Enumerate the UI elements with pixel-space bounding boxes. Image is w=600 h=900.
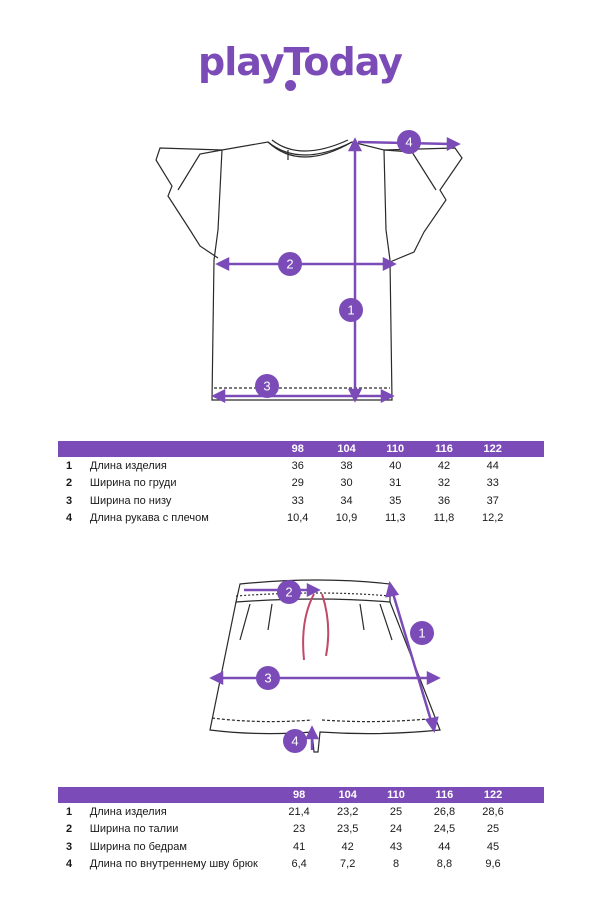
- value-cell: 36: [291, 459, 304, 472]
- value-cell: 23: [292, 823, 306, 836]
- measurement-name: Ширина по низу: [89, 494, 172, 507]
- value-cell: 44: [486, 459, 499, 472]
- value-cell: 21,4: [288, 805, 310, 818]
- value-cell: 23,5: [336, 823, 359, 836]
- skirt-size-table: 98 104 110 116 122 1 Длина изделия 21,4 …: [58, 787, 544, 873]
- size-header: 104: [323, 787, 372, 803]
- marker-label: 3: [263, 379, 270, 394]
- size-header: 98: [273, 441, 323, 457]
- value-cell: 9,6: [485, 858, 501, 871]
- value-cell: 11,3: [384, 512, 406, 525]
- logo-dot-icon: [285, 80, 296, 91]
- marker-label: 1: [347, 303, 354, 318]
- marker-label: 4: [291, 734, 298, 749]
- marker-label: 2: [285, 585, 292, 600]
- measurement-name: Длина по внутреннему шву брюк: [89, 858, 258, 871]
- size-header: 110: [371, 787, 421, 803]
- value-cell: 45: [486, 840, 500, 853]
- marker-3-icon: [256, 666, 280, 690]
- table-row: 2 Ширина по талии 23 23,5 24 24,5 25: [58, 821, 544, 839]
- table-row: 3 Ширина по бедрам 41 42 43 44 45: [58, 838, 544, 856]
- value-cell: 25: [389, 805, 403, 818]
- marker-label: 4: [405, 135, 412, 150]
- marker-4-icon: [283, 729, 307, 753]
- value-cell: 37: [486, 494, 499, 507]
- value-cell: 6,4: [291, 858, 307, 871]
- value-cell: 33: [486, 477, 499, 490]
- table-row: 2 Ширина по груди 29 30 31 32 33: [58, 475, 544, 493]
- row-number: 3: [66, 840, 73, 853]
- value-cell: 25: [486, 823, 500, 836]
- size-header: 122: [468, 787, 518, 803]
- measurement-name: Ширина по груди: [89, 477, 177, 490]
- value-cell: 10,9: [335, 512, 358, 525]
- value-cell: 10,4: [287, 512, 309, 525]
- value-cell: 30: [340, 477, 353, 490]
- value-cell: 40: [389, 459, 402, 472]
- value-cell: 31: [389, 477, 402, 490]
- table-row: 1 Длина изделия 21,4 23,2 25 26,8 28,6: [58, 803, 544, 821]
- row-number: 1: [66, 805, 73, 818]
- table-row: 1 Длина изделия 36 38 40 42 44: [58, 457, 544, 475]
- marker-1-icon: [410, 621, 434, 645]
- row-number: 2: [66, 477, 73, 490]
- brand-logo: playToday: [198, 40, 403, 84]
- value-cell: 42: [341, 840, 354, 853]
- value-cell: 41: [292, 840, 306, 853]
- measurement-name: Длина рукава с плечом: [89, 512, 209, 525]
- value-cell: 11,8: [433, 512, 455, 525]
- value-cell: 24,5: [433, 823, 456, 836]
- tshirt-drawing: 2 1 3 4: [155, 130, 463, 404]
- value-cell: 29: [291, 477, 304, 490]
- value-cell: 36: [437, 494, 451, 507]
- marker-4-icon: [397, 130, 421, 154]
- value-cell: 8,8: [436, 858, 453, 871]
- marker-1-icon: [339, 298, 363, 322]
- value-cell: 43: [389, 840, 403, 853]
- marker-2-icon: [278, 252, 302, 276]
- table-row: 4 Длина рукава с плечом 10,4 10,9 11,3 1…: [58, 510, 544, 528]
- value-cell: 33: [291, 494, 304, 507]
- marker-3-icon: [255, 374, 279, 398]
- row-number: 4: [66, 512, 73, 525]
- size-header: 110: [370, 441, 420, 457]
- value-cell: 8: [392, 858, 400, 871]
- marker-label: 1: [418, 626, 425, 641]
- measurement-name: Ширина по бедрам: [89, 840, 187, 853]
- table-row: 3 Ширина по низу 33 34 35 36 37: [58, 492, 544, 510]
- measurement-name: Длина изделия: [89, 805, 167, 818]
- value-cell: 35: [389, 494, 402, 507]
- value-cell: 24: [389, 823, 403, 836]
- value-cell: 34: [340, 494, 353, 507]
- marker-label: 3: [264, 671, 271, 686]
- value-cell: 12,2: [482, 512, 504, 525]
- value-cell: 44: [438, 840, 451, 853]
- value-cell: 38: [340, 459, 353, 472]
- marker-label: 2: [286, 257, 293, 272]
- value-cell: 28,6: [482, 805, 504, 818]
- tshirt-size-table: 98 104 110 116 122 1 Длина изделия 36 38…: [58, 441, 544, 527]
- size-header: 104: [322, 441, 371, 457]
- size-header: 122: [468, 441, 518, 457]
- value-cell: 42: [437, 459, 451, 472]
- size-header: 98: [274, 787, 324, 803]
- skirt-drawing: 2 3 1 4: [209, 579, 441, 753]
- measurement-name: Ширина по талии: [89, 823, 179, 836]
- value-cell: 26,8: [433, 805, 456, 818]
- size-header: 116: [420, 787, 469, 803]
- row-number: 4: [66, 858, 73, 871]
- value-cell: 23,2: [336, 805, 359, 818]
- value-cell: 32: [437, 477, 451, 490]
- row-number: 2: [66, 823, 73, 836]
- row-number: 3: [66, 494, 73, 507]
- table-row: 4 Длина по внутреннему шву брюк 6,4 7,2 …: [58, 856, 544, 874]
- measurement-name: Длина изделия: [89, 459, 167, 472]
- row-number: 1: [66, 459, 73, 472]
- marker-2-icon: [277, 580, 301, 604]
- value-cell: 7,2: [340, 858, 356, 871]
- size-header: 116: [419, 441, 469, 457]
